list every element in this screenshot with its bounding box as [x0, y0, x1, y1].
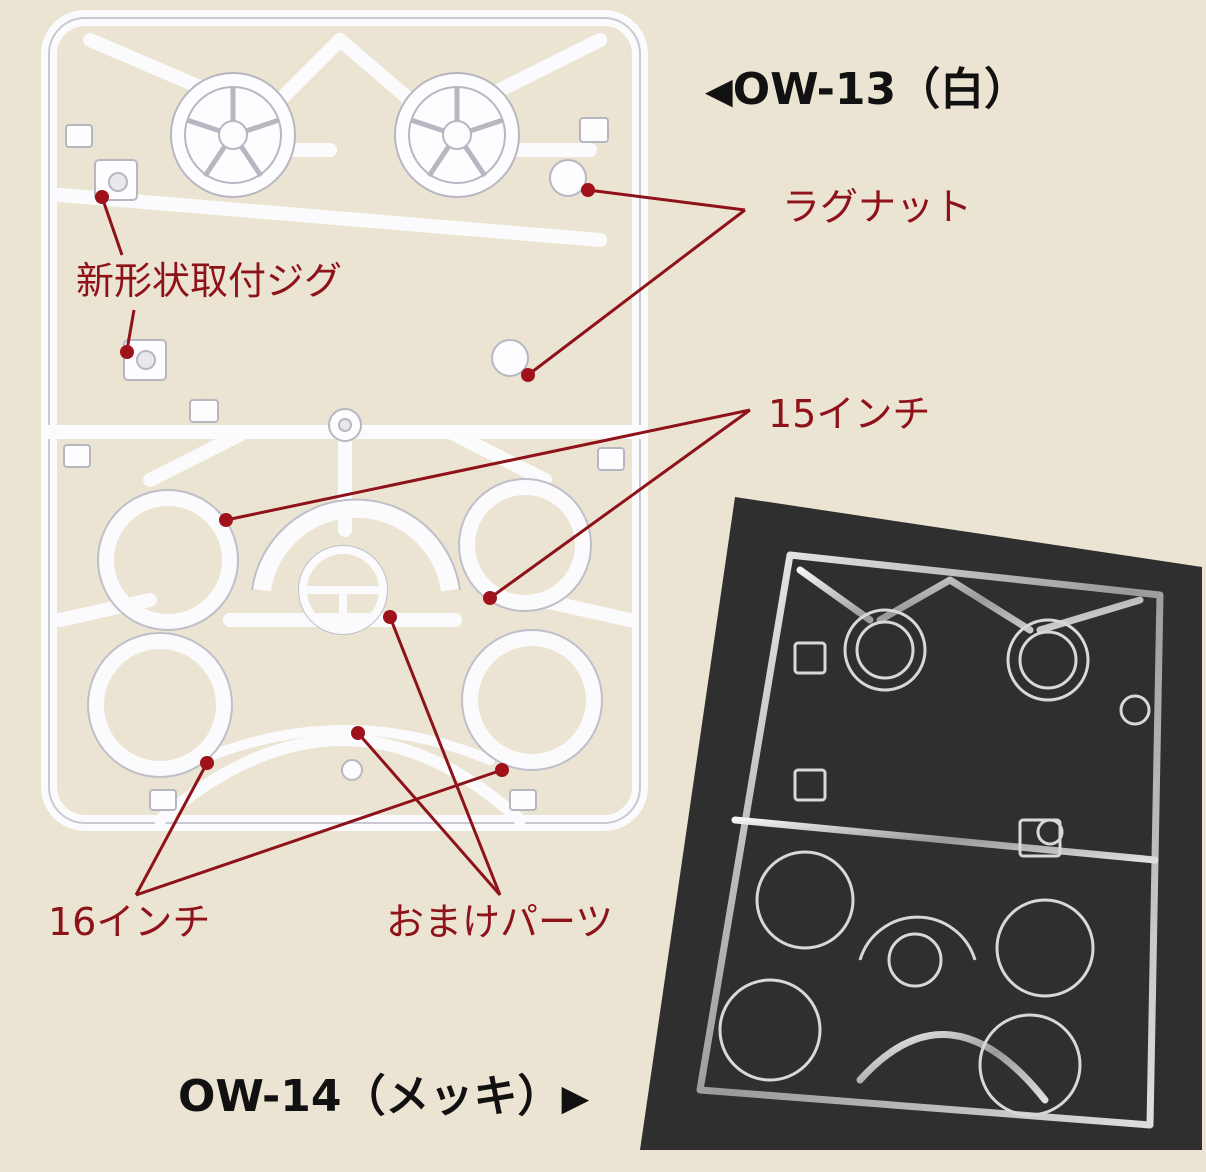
ow14-text: OW-14（メッキ）	[178, 1071, 562, 1122]
callout-dots	[95, 183, 595, 777]
lug-nut-label: ラグナット	[782, 185, 973, 229]
white-small-parts	[63, 117, 625, 811]
ow14-label: OW-14（メッキ）▶	[178, 1075, 589, 1119]
chrome-sprue	[696, 551, 1164, 1129]
chrome-parts	[718, 608, 1151, 1117]
bonus-parts-label: おまけパーツ	[386, 900, 614, 944]
white-rings	[88, 479, 602, 777]
chrome-panel	[640, 497, 1202, 1150]
left-arrow-icon: ◀	[705, 71, 733, 112]
inch16-label: 16インチ	[48, 900, 211, 944]
ow13-text: OW-13（白）	[732, 64, 1029, 115]
right-arrow-icon: ▶	[561, 1078, 590, 1119]
ow13-label: ◀OW-13（白）	[705, 68, 1028, 112]
white-wheel-right	[394, 72, 520, 198]
white-steering	[253, 499, 459, 592]
callout-lines	[100, 188, 751, 897]
jig-label: 新形状取付ジグ	[76, 259, 343, 303]
inch15-label: 15インチ	[768, 392, 931, 436]
white-wheel-left	[170, 72, 296, 198]
